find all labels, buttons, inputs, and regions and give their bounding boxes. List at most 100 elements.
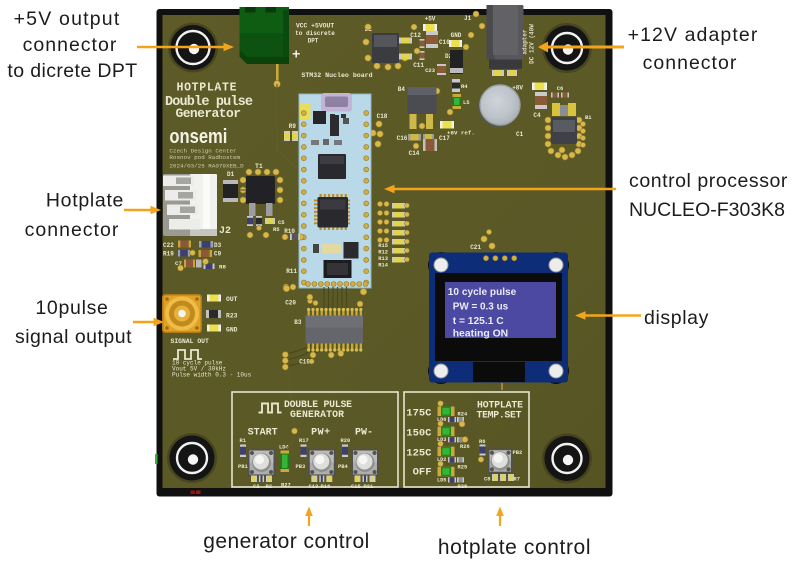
svg-text:R19: R19 <box>163 251 174 258</box>
svg-text:R7: R7 <box>514 477 520 483</box>
svg-text:C5: C5 <box>278 219 285 226</box>
svg-text:SIGNAL OUT: SIGNAL OUT <box>171 338 210 345</box>
svg-text:+12V adapter: +12V adapter <box>628 24 759 46</box>
svg-text:R20: R20 <box>341 438 351 444</box>
svg-text:connector: connector <box>643 52 738 74</box>
svg-text:Generator: Generator <box>176 106 242 121</box>
svg-text:R17: R17 <box>299 438 309 444</box>
svg-text:connector: connector <box>25 219 120 241</box>
svg-text:TEMP.SET: TEMP.SET <box>477 410 522 421</box>
svg-text:R15: R15 <box>378 243 388 249</box>
svg-text:T1: T1 <box>255 163 263 170</box>
svg-text:GND: GND <box>451 32 462 39</box>
svg-text:to discrete: to discrete <box>295 30 335 37</box>
svg-text:+8V ref.: +8V ref. <box>447 130 475 137</box>
svg-text:J1: J1 <box>464 15 472 22</box>
svg-text:+8V: +8V <box>512 85 523 92</box>
svg-text:D1: D1 <box>227 171 235 178</box>
svg-text:10pulse: 10pulse <box>35 297 108 319</box>
svg-text:+5V: +5V <box>425 16 436 23</box>
svg-text:R24: R24 <box>458 412 468 418</box>
svg-text:R18: R18 <box>321 484 331 490</box>
svg-text:R28: R28 <box>458 484 468 490</box>
svg-text:NUCLEO-F303K8: NUCLEO-F303K8 <box>629 199 785 221</box>
svg-text:C20: C20 <box>285 300 296 307</box>
svg-text:START: START <box>248 428 278 439</box>
svg-text:R13: R13 <box>378 256 388 262</box>
svg-text:150C: 150C <box>406 428 432 440</box>
svg-text:C22: C22 <box>163 242 174 249</box>
svg-text:OUT: OUT <box>226 296 238 303</box>
svg-text:125C: 125C <box>406 447 432 459</box>
svg-text:onsemi: onsemi <box>169 126 227 148</box>
svg-text:D3: D3 <box>214 242 222 249</box>
svg-text:DPT: DPT <box>308 38 319 45</box>
svg-text:L5: L5 <box>463 99 470 106</box>
svg-text:generator control: generator control <box>203 530 369 553</box>
svg-text:OFF: OFF <box>413 467 432 479</box>
svg-text:C19: C19 <box>299 359 310 366</box>
svg-text:LD5: LD5 <box>437 477 446 483</box>
svg-text:Rosnov pod Radhostem: Rosnov pod Radhostem <box>169 154 240 161</box>
svg-text:R14: R14 <box>378 263 388 269</box>
svg-text:VCC +5VOUT: VCC +5VOUT <box>296 23 335 30</box>
svg-text:LD6: LD6 <box>437 417 446 423</box>
svg-text:hotplate control: hotplate control <box>438 536 591 559</box>
svg-text:C4: C4 <box>533 112 541 119</box>
svg-text:B3: B3 <box>294 319 302 326</box>
svg-text:PB3: PB3 <box>296 464 306 470</box>
svg-text:PB2: PB2 <box>513 450 523 456</box>
svg-text:PB4: PB4 <box>338 464 348 470</box>
svg-text:C18: C18 <box>377 113 388 120</box>
svg-text:display: display <box>644 307 709 329</box>
svg-text:C14: C14 <box>409 150 420 157</box>
svg-text:C21: C21 <box>470 244 481 251</box>
svg-text:B1: B1 <box>585 114 592 121</box>
svg-text:R21: R21 <box>364 484 374 490</box>
svg-text:signal output: signal output <box>15 326 132 348</box>
svg-text:to dicrete DPT: to dicrete DPT <box>7 60 137 82</box>
svg-text:R27: R27 <box>281 483 291 489</box>
svg-text:C17: C17 <box>439 135 450 142</box>
svg-text:10 cycle pulse: 10 cycle pulse <box>172 360 223 367</box>
svg-text:C2: C2 <box>253 484 259 490</box>
svg-text:D2: D2 <box>445 53 453 60</box>
svg-text:C1: C1 <box>516 131 524 138</box>
svg-text:adapter: adapter <box>522 29 529 55</box>
svg-text:+: + <box>292 48 300 64</box>
svg-text:PW+: PW+ <box>311 428 330 439</box>
svg-text:R5: R5 <box>273 226 280 233</box>
svg-text:HOTPLATE: HOTPLATE <box>177 82 237 95</box>
svg-text:175C: 175C <box>406 408 432 420</box>
svg-text:heating ON: heating ON <box>453 328 509 340</box>
svg-text:STM32 Nucleo board: STM32 Nucleo board <box>301 72 372 79</box>
svg-text:R4: R4 <box>461 83 468 90</box>
svg-text:C11: C11 <box>413 62 424 69</box>
svg-text:R10: R10 <box>284 228 295 235</box>
svg-text:R8: R8 <box>219 264 226 271</box>
svg-text:connector: connector <box>23 34 118 56</box>
svg-text:LD3: LD3 <box>437 437 446 443</box>
svg-text:Double pulse: Double pulse <box>165 95 253 110</box>
svg-text:GND: GND <box>226 327 238 334</box>
svg-text:2024/03/25 RA079XEB_D: 2024/03/25 RA079XEB_D <box>169 162 244 169</box>
svg-text:Vout 5V / 30kHz: Vout 5V / 30kHz <box>172 366 226 373</box>
svg-text:R2: R2 <box>266 484 272 490</box>
svg-text:Czech Design Center: Czech Design Center <box>169 147 236 154</box>
svg-text:Hotplate: Hotplate <box>46 190 124 212</box>
svg-text:LD2: LD2 <box>437 457 446 463</box>
svg-text:R26: R26 <box>460 444 470 450</box>
svg-text:PW-: PW- <box>355 428 373 439</box>
svg-text:J2: J2 <box>219 226 231 237</box>
svg-text:C15: C15 <box>351 484 361 490</box>
svg-text:t = 125.1 C: t = 125.1 C <box>453 315 504 327</box>
svg-text:DC 12V (40W: DC 12V (40W <box>529 24 536 64</box>
svg-text:C23: C23 <box>425 67 436 74</box>
svg-text:R9: R9 <box>289 123 297 130</box>
svg-text:C6: C6 <box>557 85 564 92</box>
svg-text:+5V output: +5V output <box>14 8 121 30</box>
svg-text:C13: C13 <box>309 484 319 490</box>
svg-text:C7: C7 <box>175 260 182 267</box>
svg-text:C16: C16 <box>397 135 408 142</box>
svg-text:LD4: LD4 <box>279 445 289 451</box>
